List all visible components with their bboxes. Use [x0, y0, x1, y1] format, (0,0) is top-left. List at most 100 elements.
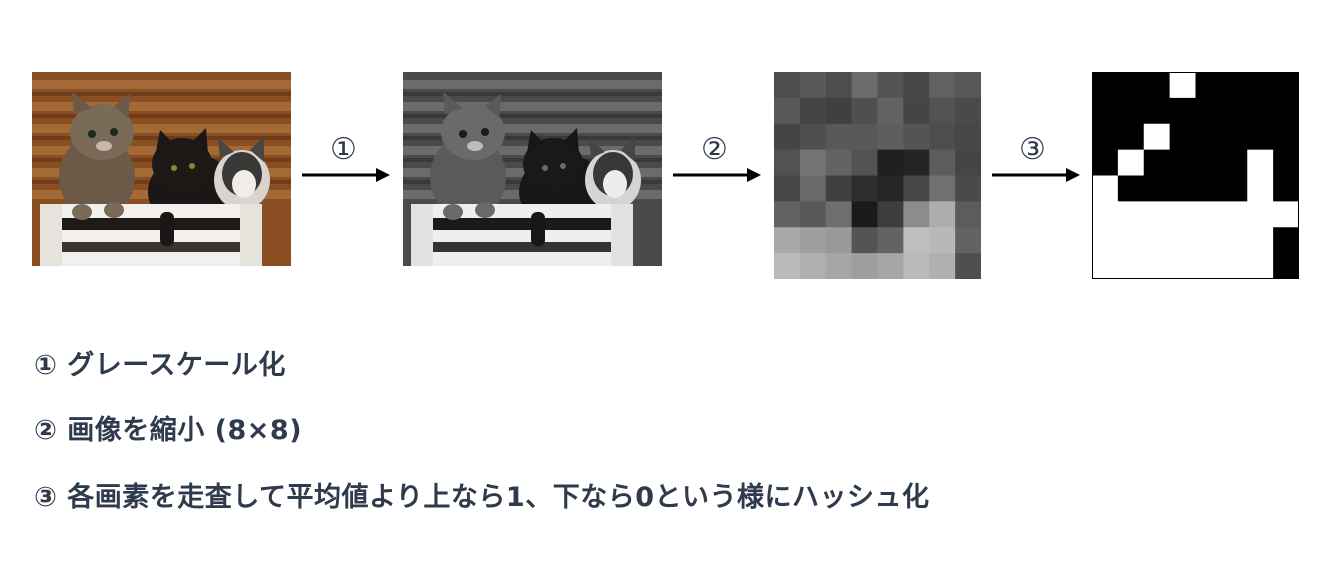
pixel-cell: [903, 123, 930, 151]
arrow-right-icon: [302, 168, 390, 182]
pixel-cell: [903, 72, 930, 99]
caption-step-1: ① グレースケール化: [34, 350, 286, 381]
hash-bit-cell: [1195, 149, 1222, 177]
grayscale-photo: [403, 72, 662, 266]
hash-bit-cell: [1117, 227, 1145, 254]
pixel-cell: [774, 175, 801, 202]
pixel-cell: [799, 123, 827, 151]
hash-bit-cell: [1273, 253, 1299, 279]
hash-bit-cell: [1092, 175, 1119, 202]
pixel-cell: [903, 175, 930, 202]
pixel-cell: [877, 123, 904, 151]
pixel-cell: [877, 175, 904, 202]
hash-bit-cell: [1169, 97, 1197, 125]
hash-bit-cell: [1247, 72, 1274, 99]
pixel-cell: [825, 97, 853, 125]
pixel-cell: [955, 149, 981, 177]
hash-bit-cell: [1195, 123, 1222, 151]
hash-bit-cell: [1117, 72, 1145, 99]
pixel-cell: [903, 201, 930, 228]
hash-bit-cell: [1092, 149, 1119, 177]
hash-bit-cell: [1273, 201, 1299, 228]
pixel-cell: [877, 253, 904, 279]
hash-bit-cell: [1092, 72, 1119, 99]
pixel-cell: [774, 149, 801, 177]
arrow-right-icon: [992, 168, 1080, 182]
pixel-cell: [955, 175, 981, 202]
hash-bit-cell: [1143, 123, 1171, 151]
hash-bit-cell: [1247, 253, 1274, 279]
pixel-cell: [851, 227, 879, 254]
pixel-cell: [825, 149, 853, 177]
original-photo: [32, 72, 291, 266]
hash-bit-cell: [1247, 227, 1274, 254]
hash-bit-cell: [1247, 97, 1274, 125]
pixel-cell: [825, 227, 853, 254]
pixel-cell: [955, 72, 981, 99]
pixel-cell: [825, 253, 853, 279]
pixel-cell: [774, 201, 801, 228]
hash-bit-cell: [1117, 123, 1145, 151]
pixel-cell: [877, 149, 904, 177]
hash-bit-cell: [1143, 227, 1171, 254]
hash-bit-cell: [1247, 123, 1274, 151]
hash-bit-cell: [1143, 97, 1171, 125]
hash-bit-cell: [1117, 97, 1145, 125]
hash-bit-cell: [1221, 253, 1248, 279]
hash-bit-cell: [1169, 123, 1197, 151]
pixel-cell: [877, 97, 904, 125]
pixel-cell: [929, 72, 956, 99]
pixel-cell: [825, 175, 853, 202]
hash-bit-cell: [1143, 72, 1171, 99]
pixel-cell: [825, 123, 853, 151]
pixel-cell: [825, 201, 853, 228]
hash-bit-cell: [1117, 149, 1145, 177]
pixel-cell: [929, 175, 956, 202]
pixel-cell: [799, 149, 827, 177]
hash-bit-cell: [1221, 97, 1248, 125]
hash-bit-cell: [1117, 175, 1145, 202]
hash-bit-cell: [1195, 72, 1222, 99]
pixel-cell: [851, 175, 879, 202]
hash-bit-cell: [1221, 149, 1248, 177]
pixel-cell: [799, 72, 827, 99]
hash-bit-cell: [1221, 72, 1248, 99]
pixel-cell: [851, 97, 879, 125]
hash-bit-cell: [1169, 227, 1197, 254]
pixel-cell: [774, 72, 801, 99]
pixel-cell: [799, 201, 827, 228]
hash-bit-cell: [1092, 227, 1119, 254]
hash-bit-cell: [1169, 175, 1197, 202]
pixel-cell: [774, 123, 801, 151]
pixel-cell: [877, 227, 904, 254]
pixel-cell: [929, 97, 956, 125]
pixel-cell: [877, 201, 904, 228]
hash-bit-cell: [1169, 149, 1197, 177]
pixel-cell: [825, 72, 853, 99]
pixel-cell: [799, 227, 827, 254]
hash-bit-cell: [1221, 123, 1248, 151]
caption-step-2: ② 画像を縮小 (8×8): [34, 415, 303, 446]
pixel-cell: [799, 97, 827, 125]
hash-bit-cell: [1273, 149, 1299, 177]
hash-bit-cell: [1273, 72, 1299, 99]
hash-bit-cell: [1247, 149, 1274, 177]
pixel-cell: [877, 72, 904, 99]
hash-bit-cell: [1092, 97, 1119, 125]
hash-bit-cell: [1143, 175, 1171, 202]
hash-bit-cell: [1092, 253, 1119, 279]
hash-bit-cell: [1195, 97, 1222, 125]
hash-bit-cell: [1117, 201, 1145, 228]
hash-bit-cell: [1195, 253, 1222, 279]
hash-bit-cell: [1195, 201, 1222, 228]
pixel-cell: [929, 123, 956, 151]
hash-bit-cell: [1143, 149, 1171, 177]
pixel-cell: [955, 253, 981, 279]
pixel-cell: [851, 149, 879, 177]
pixel-cell: [903, 253, 930, 279]
hash-bit-cell: [1092, 201, 1119, 228]
hash-bit-cell: [1143, 201, 1171, 228]
pixel-cell: [955, 97, 981, 125]
hash-bit-cell: [1195, 175, 1222, 202]
pixel-cell: [851, 123, 879, 151]
